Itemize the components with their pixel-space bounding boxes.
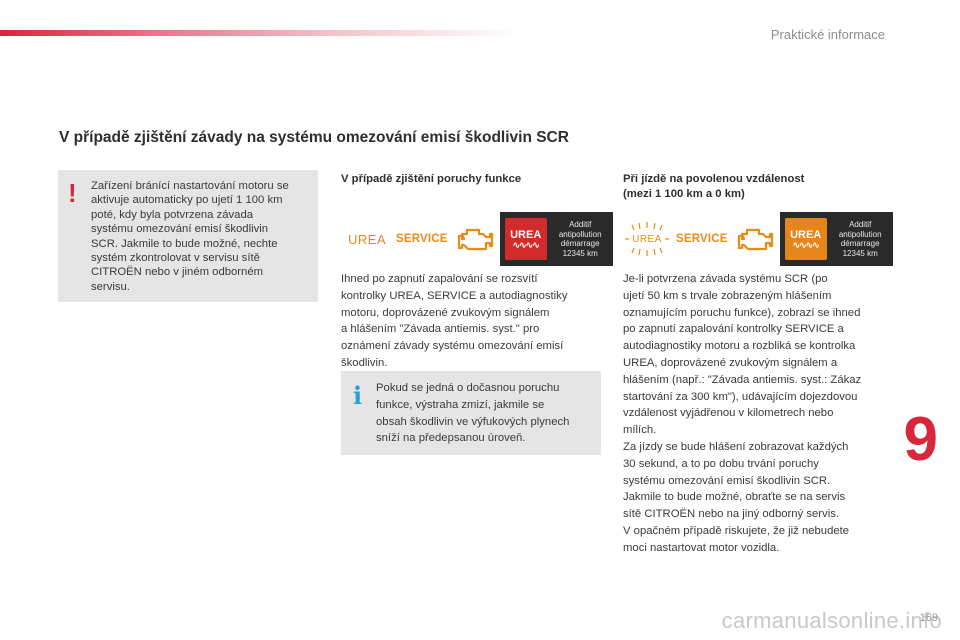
right-heading: Při jízdě na povolenou vzdálenost (mezi … (623, 172, 804, 202)
text-line: kontrolky UREA, SERVICE a autodiagnostik… (341, 289, 568, 302)
service-warning-icon: SERVICE (396, 233, 448, 245)
dash-message-line: 12345 km (842, 248, 878, 258)
right-body-text: Je-li potvrzena závada systému SCR (po u… (623, 271, 893, 557)
heading-line: (mezi 1 100 km a 0 km) (623, 188, 745, 200)
right-icon-row: UREA SERVICE UREA ∿∿∿∿ Additif antipollu… (624, 212, 893, 266)
text-line: oznámení závady systému omezování emisí (341, 340, 564, 353)
middle-icon-row: UREA SERVICE UREA ∿∿∿∿ Additif antipollu… (344, 212, 613, 266)
dash-message: Additif antipollution démarrage 12345 km (553, 220, 608, 258)
warning-line: Zařízení bránící nastartování motoru se (91, 180, 289, 192)
warning-line: aktivuje automaticky po ujetí 1 100 km (91, 194, 283, 207)
text-line: systému omezování emisí škodlivin SCR. (623, 474, 831, 487)
text-line: škodlivin. (341, 356, 388, 369)
dash-urea-label: UREA (510, 228, 542, 241)
warning-line: servisu. (91, 280, 130, 293)
warning-line: SCR. Jakmile to bude možné, nechte (91, 237, 278, 250)
warning-line: systém zkontrolovat v servisu sítě (91, 252, 260, 265)
info-box: i Pokud se jedná o dočasnou poruchu funk… (341, 371, 601, 455)
chapter-number: 9 (903, 405, 938, 474)
warning-text: Zařízení bránící nastartování motoru se … (91, 179, 313, 294)
middle-body-text: Ihned po zapnutí zapalování se rozsvítí … (341, 271, 603, 372)
warning-line: poté, kdy byla potvrzena závada (91, 208, 254, 221)
middle-heading: V případě zjištění poruchy funkce (341, 173, 522, 185)
dash-message-line: Additif (569, 220, 592, 229)
urea-label: UREA (347, 231, 387, 247)
urea-warning-icon: UREA (344, 221, 390, 257)
dash-message-line: démarrage (840, 239, 880, 248)
header-title: Praktické informace (770, 27, 885, 42)
heading-line: Při jízdě na povolenou vzdálenost (623, 173, 805, 185)
warning-box: ! Zařízení bránící nastartování motoru s… (58, 170, 318, 302)
service-warning-icon: SERVICE (676, 233, 728, 245)
text-line: po zapnutí zapalování kontrolky SERVICE … (623, 323, 844, 336)
text-line: Ihned po zapnutí zapalování se rozsvítí (341, 273, 538, 285)
text-line: UREA, doprovázené zvukovým signálem a (623, 356, 838, 369)
urea-flashing-icon: UREA (624, 221, 670, 257)
dash-urea-indicator: UREA ∿∿∿∿ (504, 218, 547, 260)
wave-icon: ∿∿∿∿ (512, 239, 540, 250)
text-line: vzdálenost vyjádřenou v kilometrech nebo (623, 407, 834, 420)
text-line: oznamujícím poruchu funkce), zobrazí se … (623, 306, 861, 319)
text-line: a hlášením "Závada antiemis. syst." pro (341, 323, 540, 336)
info-icon: i (353, 381, 363, 410)
text-line: hlášením (např.: "Závada antiemis. syst.… (623, 373, 862, 386)
info-text: Pokud se jedná o dočasnou poruchu funkce… (376, 380, 594, 447)
dash-urea-label: UREA (790, 228, 822, 241)
warning-line: systému omezování emisí škodlivin (91, 223, 269, 236)
text-line: mílích. (623, 424, 657, 437)
text-line: motoru, doprovázené zvukovým signálem (341, 306, 550, 319)
text-line: startování za 300 km"), udávajícím dojez… (623, 390, 858, 403)
text-line: 30 sekund, a to po dobu trvání poruchy (623, 457, 819, 470)
text-line: Pokud se jedná o dočasnou poruchu (376, 382, 560, 394)
exclamation-icon: ! (68, 178, 77, 208)
dash-message: Additif antipollution démarrage 12345 km (833, 220, 888, 258)
instrument-display: UREA ∿∿∿∿ Additif antipollution démarrag… (779, 212, 893, 266)
flash-rays-icon (625, 222, 669, 256)
wave-icon: ∿∿∿∿ (792, 239, 820, 250)
dash-message-line: démarrage (560, 239, 600, 248)
text-line: Za jízdy se bude hlášení zobrazovat každ… (623, 440, 849, 453)
text-line: Jakmile to bude možné, obraťte se na ser… (623, 491, 846, 504)
dash-message-line: antipollution (558, 229, 602, 239)
page-number: 169 (919, 612, 938, 624)
urea-label: UREA (632, 233, 662, 245)
text-line: ujetí 50 km s trvale zobrazeným hlášením (623, 289, 832, 302)
engine-diagnostic-icon (457, 228, 493, 251)
instrument-display: UREA ∿∿∿∿ Additif antipollution démarrag… (499, 212, 613, 266)
header-stripe (0, 30, 520, 36)
dash-urea-indicator: UREA ∿∿∿∿ (784, 218, 827, 260)
warning-line: CITROËN nebo v jiném odborném (91, 266, 264, 279)
text-line: autodiagnostiky motoru a rozbliká se kon… (623, 340, 856, 353)
dash-message-line: Additif (849, 220, 872, 229)
watermark: carmanualsonline.info (721, 608, 942, 633)
text-line: funkce, výstraha zmizí, jakmile se (376, 398, 545, 411)
text-line: obsah škodlivin ve výfukových plynech (376, 415, 570, 428)
text-line: sítě CITROËN nebo na jiný odborný servis… (623, 508, 839, 521)
text-line: Je-li potvrzena závada systému SCR (po (623, 273, 828, 285)
text-line: V opačném případě riskujete, že již nebu… (623, 524, 850, 537)
section-title: V případě zjištění závady na systému ome… (59, 129, 569, 146)
engine-diagnostic-icon (737, 228, 773, 251)
text-line: moci nastartovat motor vozidla. (623, 541, 780, 554)
text-line: sníží na předepsanou úroveň. (376, 432, 526, 445)
dash-message-line: antipollution (838, 229, 882, 239)
dash-message-line: 12345 km (562, 248, 598, 258)
